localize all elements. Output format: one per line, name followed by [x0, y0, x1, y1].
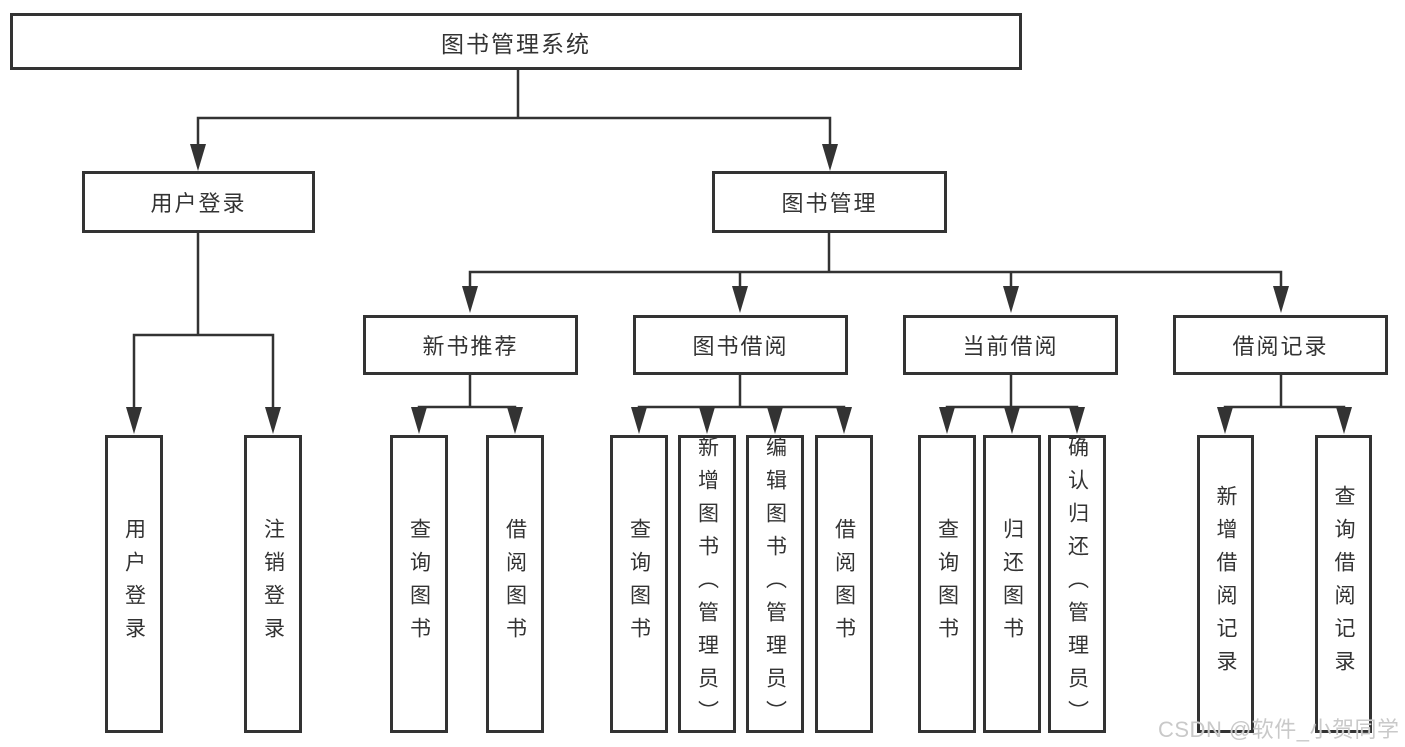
connector-new-book	[417, 373, 517, 412]
leaf-current-return-books: 归还图书	[983, 435, 1041, 733]
arrow-icon	[507, 407, 523, 434]
connector-user-login	[132, 231, 275, 412]
arrow-icon	[1003, 286, 1019, 313]
arrow-icon	[1004, 407, 1020, 434]
node-new-book-recommend: 新书推荐	[363, 315, 578, 375]
leaf-records-query-record: 查询借阅记录	[1315, 435, 1372, 733]
arrow-icon	[767, 407, 783, 434]
arrow-icon	[939, 407, 955, 434]
arrow-icon	[126, 407, 142, 434]
node-book-management: 图书管理	[712, 171, 947, 233]
leaf-borrow-edit-books-admin: 编辑图书（管理员）	[746, 435, 804, 733]
arrow-icon	[1273, 286, 1289, 313]
arrow-icon	[411, 407, 427, 434]
node-label: 查询借阅记录	[1332, 485, 1355, 683]
node-label: 新书推荐	[422, 334, 519, 359]
arrow-icon	[462, 286, 478, 313]
node-label: 新增图书（管理员）	[695, 435, 719, 733]
node-label: 借阅图书	[503, 518, 527, 650]
leaf-user-login: 用户登录	[105, 435, 163, 733]
node-label: 图书借阅	[692, 334, 789, 359]
node-label: 用户登录	[150, 191, 247, 216]
leaf-borrow-query-books: 查询图书	[610, 435, 668, 733]
node-label: 当前借阅	[962, 334, 1059, 359]
connector-current-borrow	[945, 373, 1079, 412]
leaf-logout: 注销登录	[244, 435, 302, 733]
node-book-borrow: 图书借阅	[633, 315, 848, 375]
arrow-icon	[699, 407, 715, 434]
arrow-icon	[190, 144, 206, 171]
arrow-icon	[1069, 407, 1085, 434]
node-label: 借阅记录	[1232, 334, 1329, 359]
node-current-borrow: 当前借阅	[903, 315, 1118, 375]
leaf-newbook-query-books: 查询图书	[390, 435, 448, 733]
leaf-borrow-borrow-books: 借阅图书	[815, 435, 873, 733]
arrowheads	[126, 144, 1352, 434]
node-label: 查询图书	[627, 518, 651, 650]
arrow-icon	[631, 407, 647, 434]
leaf-records-add-record: 新增借阅记录	[1197, 435, 1254, 733]
connector-book-borrow	[637, 373, 846, 412]
watermark: CSDN @软件_小贺同学	[1158, 717, 1400, 742]
node-label: 查询图书	[407, 518, 431, 650]
node-label: 编辑图书（管理员）	[763, 435, 787, 733]
node-label: 归还图书	[1000, 518, 1024, 650]
arrow-icon	[836, 407, 852, 434]
leaf-current-query-books: 查询图书	[918, 435, 976, 733]
leaf-borrow-add-books-admin: 新增图书（管理员）	[678, 435, 736, 733]
arrow-icon	[1217, 407, 1233, 434]
node-label: 用户登录	[122, 518, 146, 650]
leaf-newbook-borrow-books: 借阅图书	[486, 435, 544, 733]
node-label: 确认归还（管理员）	[1065, 435, 1089, 733]
node-label: 注销登录	[261, 518, 285, 650]
node-label: 查询图书	[935, 518, 959, 650]
arrow-icon	[822, 144, 838, 171]
node-label: 图书管理	[781, 191, 878, 216]
connector-root	[196, 68, 832, 150]
arrow-icon	[1336, 407, 1352, 434]
connector-book-management	[468, 231, 1283, 292]
node-library-management-system: 图书管理系统	[10, 13, 1022, 70]
node-label: 借阅图书	[832, 518, 856, 650]
leaf-current-confirm-return-admin: 确认归还（管理员）	[1048, 435, 1106, 733]
node-user-login: 用户登录	[82, 171, 315, 233]
arrow-icon	[265, 407, 281, 434]
node-borrow-records: 借阅记录	[1173, 315, 1388, 375]
connector-borrow-records	[1223, 373, 1346, 412]
node-label: 图书管理系统	[441, 30, 591, 57]
arrow-icon	[732, 286, 748, 313]
node-label: 新增借阅记录	[1214, 485, 1237, 683]
